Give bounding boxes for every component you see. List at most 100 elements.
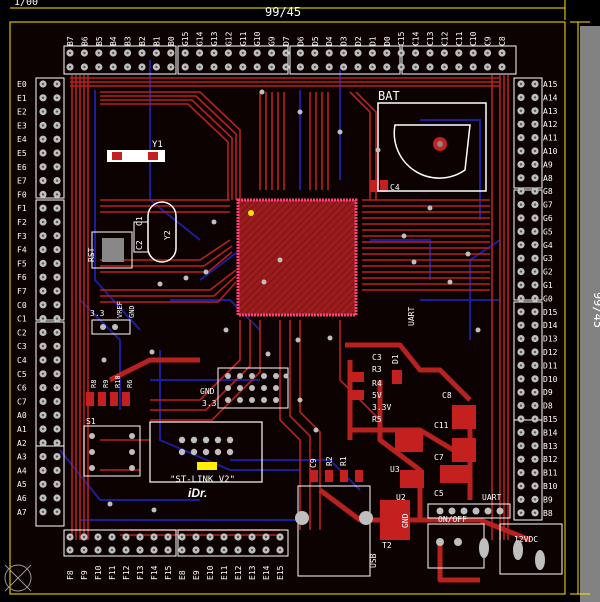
pin-label: F15: [164, 565, 173, 580]
pin-hole: [519, 96, 523, 99]
d1-label: D1: [391, 354, 400, 364]
pin-label: C7: [17, 397, 27, 406]
pin-label: C3: [17, 342, 27, 351]
dim-height: 99/45: [591, 292, 600, 328]
pin-hole: [41, 414, 45, 417]
pin-hole: [457, 51, 460, 55]
pin-hole: [208, 548, 212, 552]
pin-hole: [155, 51, 158, 55]
pin-hole: [96, 548, 100, 552]
c11-label: C11: [434, 421, 449, 430]
pin-label: E9: [192, 570, 201, 580]
pin-label: A3: [17, 453, 27, 462]
logo-mark: [197, 462, 217, 470]
pin-hole: [194, 548, 198, 552]
pin-hole: [222, 548, 226, 552]
c4-label: C4: [390, 183, 400, 192]
pin-hole: [212, 51, 216, 55]
pin-hole: [97, 51, 101, 55]
pin-hole: [519, 270, 523, 273]
pin-hole: [299, 51, 302, 55]
pin-label: D6: [296, 36, 305, 46]
gnd-swd-label: GND: [200, 387, 215, 396]
pin-label: D10: [543, 375, 558, 384]
pin-label: B11: [543, 469, 558, 478]
pin-hole: [519, 431, 523, 434]
pin-label: C11: [455, 31, 464, 46]
corner-mark-icon: [4, 564, 32, 592]
pin-hole: [533, 297, 537, 300]
pin-hole: [55, 165, 59, 168]
pin-hole: [126, 65, 129, 69]
pin-hole: [41, 96, 45, 100]
pin-label: C2: [17, 328, 27, 337]
pin-hole: [212, 65, 216, 69]
gnd-label: GND: [128, 305, 136, 318]
header-outlines: [35, 45, 543, 557]
pin-label: A6: [17, 494, 27, 503]
pin-label: B5: [95, 36, 104, 46]
pin-hole: [138, 548, 142, 552]
pin-hole: [55, 317, 59, 320]
pin-hole: [533, 163, 537, 166]
pin-hole: [519, 377, 523, 380]
uart-pins: [436, 507, 504, 515]
pin-hole: [533, 257, 537, 260]
r2-label: R2: [325, 456, 334, 466]
pin-label: E3: [17, 121, 27, 130]
pin-hole: [97, 65, 101, 69]
pin-hole: [533, 123, 537, 126]
pin-hole: [140, 51, 144, 55]
pin-label: E5: [17, 149, 27, 158]
pin-hole: [385, 65, 388, 69]
pin-hole: [443, 51, 446, 55]
pin-hole: [41, 455, 45, 458]
pin-label: D15: [543, 308, 558, 317]
pin-hole: [55, 455, 59, 458]
pin-hole: [533, 176, 537, 179]
pin-label: A1: [17, 425, 27, 434]
pin-hole: [342, 51, 345, 55]
pin-hole: [110, 535, 114, 539]
swd-pins: [225, 373, 279, 403]
vias: [101, 89, 481, 513]
pin-hole: [519, 163, 523, 166]
pin-label: F12: [122, 565, 131, 580]
pin-hole: [457, 65, 460, 69]
pin-label: C10: [469, 31, 478, 46]
pin-label: F4: [17, 246, 27, 255]
pin-hole: [533, 203, 537, 206]
pin-hole: [55, 289, 59, 293]
stlink-label: "ST-LINK V2": [170, 475, 235, 485]
pin-hole: [533, 190, 537, 193]
pin-hole: [41, 124, 45, 127]
pin-hole: [55, 138, 59, 141]
pin-hole: [486, 51, 489, 55]
pin-hole: [241, 65, 244, 69]
pin-hole: [533, 283, 537, 287]
pin-hole: [83, 51, 86, 55]
s1-label: S1: [86, 417, 96, 426]
pin-hole: [443, 65, 446, 69]
pin-hole: [400, 65, 403, 69]
pin-label: D12: [543, 348, 558, 357]
pin-hole: [68, 51, 72, 55]
pin-label: B6: [80, 36, 89, 46]
pin-label: A11: [543, 134, 558, 143]
usb-connector: [297, 485, 371, 577]
pin-label: B0: [167, 36, 176, 46]
pin-hole: [519, 337, 523, 340]
pin-label: E4: [17, 135, 27, 144]
pin-label: F0: [17, 190, 27, 199]
swd-header: [217, 367, 289, 409]
pin-hole: [519, 458, 523, 461]
pin-hole: [278, 548, 282, 552]
pin-hole: [519, 82, 523, 86]
pin-hole: [110, 548, 114, 552]
pin-hole: [533, 216, 537, 220]
pin-label: C5: [17, 370, 27, 379]
pin-hole: [41, 400, 45, 403]
v33-jumper-label: 3.3: [90, 309, 105, 318]
